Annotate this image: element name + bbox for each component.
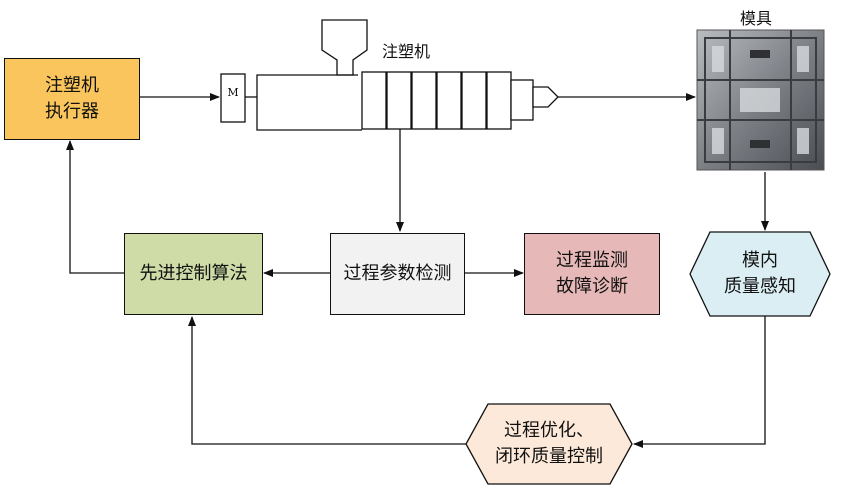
detection-box: 过程参数检测	[330, 233, 465, 315]
sensing-text: 模内 质量感知	[690, 232, 830, 316]
sensing-line2: 质量感知	[724, 276, 796, 297]
motor-label: M	[227, 86, 239, 99]
arrow-controller-to-actuator	[66, 140, 124, 274]
actuator-box: 注塑机 执行器	[4, 58, 140, 140]
detection-label: 过程参数检测	[343, 263, 452, 284]
mold-image	[696, 29, 825, 171]
controller-box: 先进控制算法	[124, 233, 263, 315]
nozzle-shape	[532, 86, 559, 108]
sensing-line1: 模内	[742, 250, 778, 271]
barrel-segments	[361, 71, 512, 130]
connectors	[66, 93, 769, 448]
controller-label: 先进控制算法	[139, 263, 248, 284]
optimization-text: 过程优化、 闭环质量控制	[466, 404, 632, 484]
machine-title: 注塑机	[382, 42, 431, 61]
optimization-line1: 过程优化、	[504, 420, 594, 441]
drive-unit-shape	[256, 74, 362, 131]
motor-shape	[220, 73, 246, 123]
hopper-shape	[321, 19, 368, 76]
mold-title: 模具	[740, 9, 773, 28]
sensing-hexagon	[689, 231, 831, 317]
arrow-sensing-to-optimization	[633, 316, 766, 448]
arrow-optimization-to-controller	[188, 316, 466, 445]
actuator-line1: 注塑机	[45, 75, 99, 96]
monitor-line2: 故障诊断	[556, 276, 628, 297]
monitor-line1: 过程监测	[556, 250, 628, 271]
optimization-line2: 闭环质量控制	[495, 446, 603, 467]
monitor-box: 过程监测 故障诊断	[524, 233, 660, 315]
actuator-line2: 执行器	[45, 101, 99, 122]
barrel-tail	[510, 79, 534, 121]
injection-machine-drawing	[220, 19, 559, 131]
